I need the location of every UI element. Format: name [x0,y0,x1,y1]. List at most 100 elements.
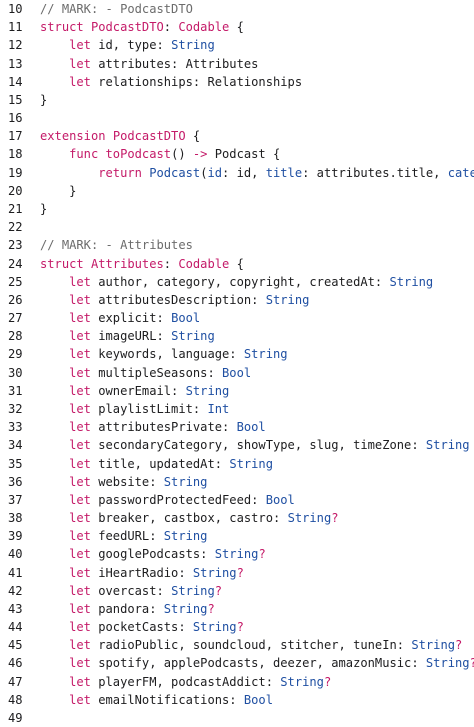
code-token: let [40,511,99,526]
code-line[interactable]: 47 let playerFM, podcastAddict: String? [0,673,474,691]
line-number: 14 [8,74,23,89]
code-token: String [389,274,434,289]
code-line[interactable]: 33 let attributesPrivate: Bool [0,418,474,436]
line-number: 45 [8,638,23,653]
code-token: feedURL: [98,529,164,544]
code-line[interactable]: 10// MARK: - PodcastDTO [0,0,474,18]
code-token: ? [470,656,474,670]
code-line[interactable]: 28 let imageURL: String [0,327,474,345]
code-token: ownerEmail: [98,383,186,398]
code-token: googlePodcasts: [98,547,215,562]
line-number: 27 [8,311,23,326]
line-number: 32 [8,401,23,416]
code-line[interactable]: 29 let keywords, language: String [0,345,474,363]
line-number: 33 [8,420,23,435]
code-text: struct Attributes: Codable { [40,255,474,273]
code-line[interactable]: 23// MARK: - Attributes [0,236,474,254]
code-token: String [192,620,237,635]
code-token: id, type: [98,38,172,53]
code-line[interactable]: 21} [0,200,474,218]
code-line[interactable]: 39 let feedURL: String [0,527,474,545]
code-line[interactable]: 49 [0,709,474,727]
code-line[interactable]: 22 [0,218,474,236]
code-text: let playlistLimit: Int [40,400,474,418]
code-token: let [40,583,99,598]
code-line[interactable]: 32 let playlistLimit: Int [0,400,474,418]
code-line[interactable]: 44 let pocketCasts: String? [0,618,474,636]
code-token: let [40,529,99,544]
code-text: // MARK: - PodcastDTO [40,0,474,18]
code-text: let website: String [40,473,474,491]
code-line[interactable]: 30 let multipleSeasons: Bool [0,364,474,382]
code-token: imageURL: [98,329,172,344]
code-text: let pandora: String? [40,600,474,618]
code-line[interactable]: 36 let website: String [0,473,474,491]
code-token: let [40,620,99,635]
code-text: func toPodcast() -> Podcast { [40,145,474,163]
code-token: extension [40,129,113,144]
code-line[interactable]: 18 func toPodcast() -> Podcast { [0,145,474,163]
code-token: let [40,292,99,307]
code-text: let passwordProtectedFeed: Bool [40,491,474,509]
line-number: 18 [8,147,23,162]
line-number: 12 [8,38,23,53]
line-number: 15 [8,92,23,107]
code-line[interactable]: 27 let explicit: Bool [0,309,474,327]
code-line[interactable]: 37 let passwordProtectedFeed: Bool [0,491,474,509]
code-line[interactable]: 35 let title, updatedAt: String [0,455,474,473]
code-line[interactable]: 16 [0,109,474,127]
code-text: let attributesPrivate: Bool [40,418,474,436]
code-line[interactable]: 45 let radioPublic, soundcloud, stitcher… [0,636,474,654]
code-line[interactable]: 48 let emailNotifications: Bool [0,691,474,709]
code-line[interactable]: 42 let overcast: String? [0,582,474,600]
code-line[interactable]: 38 let breaker, castbox, castro: String? [0,509,474,527]
code-token: Bool [265,492,295,507]
code-line[interactable]: 14 let relationships: Relationships [0,73,474,91]
code-line[interactable]: 20 } [0,182,474,200]
line-number: 34 [8,438,23,453]
code-text: return Podcast(id: id, title: attributes… [40,164,474,182]
code-text: let spotify, applePodcasts, deezer, amaz… [40,654,474,672]
code-line[interactable]: 15} [0,91,474,109]
code-token: ? [323,674,332,689]
line-number: 39 [8,529,23,544]
code-line[interactable]: 41 let iHeartRadio: String? [0,564,474,582]
code-token: iHeartRadio: [98,565,193,580]
code-text [40,109,474,127]
code-token: id [207,165,223,180]
code-line[interactable]: 46 let spotify, applePodcasts, deezer, a… [0,654,474,672]
line-number: 44 [8,620,23,635]
code-line[interactable]: 40 let googlePodcasts: String? [0,545,474,563]
code-token: let [40,547,99,562]
code-token: let [40,438,99,453]
code-token: let [40,74,99,89]
code-token: : [163,20,179,35]
code-token: ? [258,547,266,562]
code-line[interactable]: 12 let id, type: String [0,36,474,54]
code-token: toPodcast [105,147,172,162]
line-number: 26 [8,292,23,307]
code-line[interactable]: 13 let attributes: Attributes [0,55,474,73]
code-token: let [40,565,99,580]
code-token: String [163,474,208,489]
code-text: struct PodcastDTO: Codable { [40,18,474,36]
code-line[interactable]: 26 let attributesDescription: String [0,291,474,309]
code-line[interactable]: 43 let pandora: String? [0,600,474,618]
code-token: Bool [171,311,201,326]
code-token: let [40,674,99,689]
code-token: Bool [222,365,252,380]
code-line[interactable]: 25 let author, category, copyright, crea… [0,273,474,291]
code-text: let breaker, castbox, castro: String? [40,509,474,527]
code-line[interactable]: 19 return Podcast(id: id, title: attribu… [0,164,474,182]
code-token: playlistLimit: [98,401,208,416]
code-line[interactable]: 31 let ownerEmail: String [0,382,474,400]
code-token: String [287,511,332,526]
code-text: let overcast: String? [40,582,474,600]
code-text: } [40,200,474,218]
code-token: String [171,329,215,344]
code-line[interactable]: 34 let secondaryCategory, showType, slug… [0,436,474,454]
